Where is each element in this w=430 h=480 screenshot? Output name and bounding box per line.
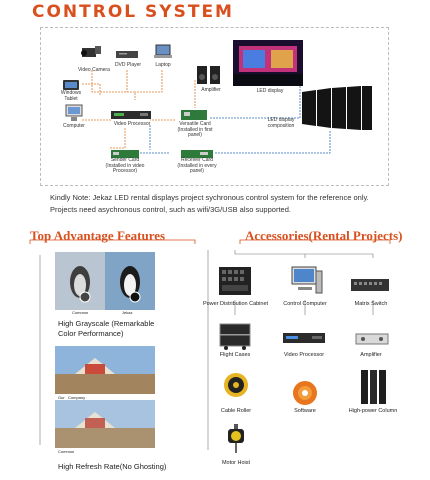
label-video-processor: Video Processor xyxy=(113,121,151,127)
grayscale-caption: High Grayscale (Remarkable Color Perform… xyxy=(58,319,155,338)
sender-card-icon xyxy=(110,146,140,158)
features-title: Top Advantage Features xyxy=(30,228,166,243)
receiver-card-icon xyxy=(180,146,214,158)
dvd-player-icon xyxy=(115,47,139,61)
label-amplifier: Amplifier xyxy=(201,87,221,93)
amplifier-speakers-icon xyxy=(195,64,223,86)
label-led-display: LED display xyxy=(256,88,284,94)
tablet-icon xyxy=(62,78,80,90)
accessory-flight-cases: Flight Cases xyxy=(219,352,251,358)
power-distribution-cabinet-icon xyxy=(215,265,255,297)
accessory-matrix-switch: Matrix Switch xyxy=(354,301,388,307)
accessory-control-computer: Control Computer xyxy=(283,301,327,307)
high-power-column-icon xyxy=(358,368,388,406)
refresh-sublabel-common: Common xyxy=(58,449,75,454)
accessory-video-processor: Video Processor xyxy=(283,352,325,358)
connection-lines xyxy=(82,60,331,154)
grayscale-photo xyxy=(55,252,155,310)
refresh-photo-bottom xyxy=(55,400,155,448)
accessory-motor-hoist: Motor Hoist xyxy=(221,460,251,466)
refresh-sublabel-our-company: Our Company xyxy=(58,395,86,400)
label-sender-card: Sender Card (Installed in video Processo… xyxy=(105,157,145,174)
video-camera-icon xyxy=(80,43,102,61)
video-processor-accessory-icon xyxy=(282,330,326,346)
refresh-photo-top xyxy=(55,346,155,394)
amplifier-accessory-icon xyxy=(355,332,389,346)
page-title: CONTROL SYSTEM xyxy=(32,2,234,22)
accessory-amplifier: Amplifier xyxy=(360,352,382,358)
label-versatile-card: Versatile Card (Installed in first panel… xyxy=(177,121,213,138)
label-video-camera: Video Camera xyxy=(78,67,110,73)
led-panels-icon xyxy=(302,86,372,130)
cable-roller-icon xyxy=(222,370,250,400)
flight-case-icon xyxy=(218,322,252,350)
label-dvd-player: DVD Player xyxy=(114,62,142,68)
versatile-card-icon xyxy=(180,108,208,120)
label-computer: Computer xyxy=(63,123,85,129)
laptop-icon xyxy=(153,43,173,61)
label-receiver-card: Receiver Card (Installed in every panel) xyxy=(177,157,217,174)
reference-note: Kindly Note: Jekaz LED rental displays p… xyxy=(50,193,369,214)
accessory-high-power-column: High-power Column xyxy=(348,408,398,414)
label-led-display-composition: LED display composition xyxy=(267,117,295,129)
accessory-power-distribution-cabinet: Power Distribution Cabinet xyxy=(202,301,269,307)
accessories-title: Accessories(Rental Projects) xyxy=(245,228,403,243)
control-system-panel xyxy=(40,27,389,186)
grayscale-sublabel-common: Common xyxy=(72,310,89,315)
accessory-cable-roller: Cable Roller xyxy=(220,408,252,414)
control-computer-icon xyxy=(288,265,324,297)
grayscale-sublabel-jekaz: Jekaz xyxy=(122,310,133,315)
label-windows-tablet: Windows Tablet xyxy=(60,90,82,102)
matrix-switch-icon xyxy=(350,275,390,295)
video-processor-icon xyxy=(110,108,152,120)
computer-icon xyxy=(64,104,84,122)
software-disc-icon xyxy=(292,380,318,406)
motor-hoist-icon xyxy=(222,423,250,455)
decorative-lines xyxy=(29,239,391,450)
label-laptop: Laptop xyxy=(155,62,171,68)
accessory-software: Software xyxy=(294,408,316,414)
refresh-caption: High Refresh Rate(No Ghosting) xyxy=(58,462,167,471)
led-display-image xyxy=(233,40,303,86)
